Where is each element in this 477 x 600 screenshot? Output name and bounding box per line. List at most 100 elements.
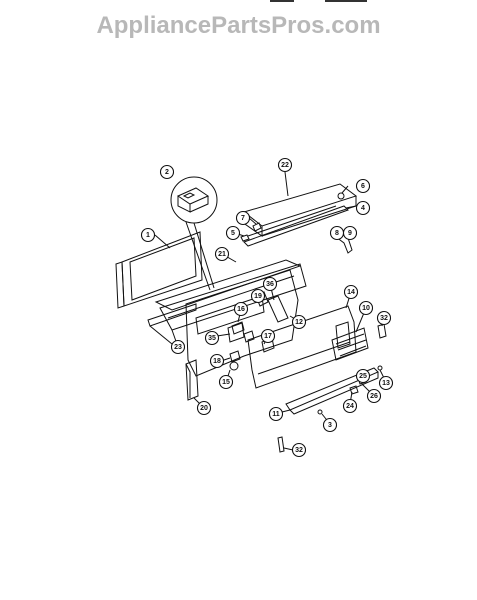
part-20-bracket xyxy=(185,359,199,401)
callout-circle xyxy=(250,288,266,304)
callout-circle xyxy=(233,301,249,317)
part-15-knob xyxy=(229,361,239,371)
part-24-switch xyxy=(349,385,359,395)
callout-16: 16 xyxy=(233,301,249,317)
callout-label: 10 xyxy=(362,305,370,312)
callout-label: 4 xyxy=(361,205,365,212)
callout-label: 2 xyxy=(165,169,169,176)
callout-label: 23 xyxy=(174,344,182,351)
callout-circle xyxy=(196,400,212,416)
callout-1: 1 xyxy=(140,227,156,243)
callout-label: 26 xyxy=(370,393,378,400)
callout-label: 7 xyxy=(241,215,245,222)
part-13-screw xyxy=(377,365,383,371)
callout-label: 25 xyxy=(359,373,367,380)
callout-15: 15 xyxy=(218,374,234,390)
callout-label: 11 xyxy=(272,411,280,418)
callout-circle xyxy=(355,178,371,194)
callout-circle xyxy=(376,310,392,326)
part-10-grille xyxy=(331,327,369,361)
part-32-bracket-lower xyxy=(277,436,285,453)
part-32-bracket-upper xyxy=(377,323,387,339)
callout-20: 20 xyxy=(196,400,212,416)
part-1-panel xyxy=(115,231,203,309)
part-36-spring xyxy=(267,295,289,323)
callout-circle xyxy=(140,227,156,243)
callout-32: 32 xyxy=(376,310,392,326)
callout-circle xyxy=(225,225,241,241)
callout-label: 13 xyxy=(382,380,390,387)
part-3-clip xyxy=(317,409,323,415)
callout-label: 14 xyxy=(347,289,355,296)
callout-circle xyxy=(366,388,382,404)
callout-32: 32 xyxy=(291,442,307,458)
callout-label: 32 xyxy=(380,315,388,322)
callout-label: 19 xyxy=(254,293,262,300)
callout-circle xyxy=(277,157,293,173)
callout-5: 5 xyxy=(225,225,241,241)
callout-label: 32 xyxy=(295,447,303,454)
callout-circle xyxy=(355,200,371,216)
part-5-screw xyxy=(240,234,250,242)
callout-label: 9 xyxy=(348,230,352,237)
callout-label: 16 xyxy=(237,306,245,313)
callout-label: 18 xyxy=(213,358,221,365)
part-2-detail xyxy=(170,176,218,291)
part-6-clip xyxy=(337,192,345,200)
callout-26: 26 xyxy=(366,388,382,404)
callout-label: 5 xyxy=(231,230,235,237)
part-23-rail xyxy=(147,303,197,345)
callout-circle xyxy=(322,417,338,433)
part-7-screw xyxy=(252,222,262,232)
callout-19: 19 xyxy=(250,288,266,304)
callout-circle xyxy=(260,328,276,344)
part-11-trim xyxy=(285,367,379,415)
header-rule-right xyxy=(325,0,367,2)
part-18-knob xyxy=(229,350,241,363)
callout-circle xyxy=(342,225,358,241)
callout-label: 1 xyxy=(146,232,150,239)
callout-label: 24 xyxy=(346,403,354,410)
callout-13: 13 xyxy=(378,375,394,391)
part-4-rail xyxy=(243,205,349,247)
callout-circle xyxy=(204,330,220,346)
callout-circle xyxy=(291,314,307,330)
callout-label: 21 xyxy=(218,251,226,258)
callout-label: 35 xyxy=(208,335,216,342)
callout-2: 2 xyxy=(159,164,175,180)
callout-10: 10 xyxy=(358,300,374,316)
watermark-text: AppliancePartsPros.com xyxy=(96,12,381,39)
callout-circle xyxy=(268,406,284,422)
callout-circle xyxy=(159,164,175,180)
callout-36: 36 xyxy=(262,276,278,292)
header-rule-left xyxy=(270,0,294,2)
callout-11: 11 xyxy=(268,406,284,422)
callout-circle xyxy=(358,300,374,316)
callout-25: 25 xyxy=(355,368,371,384)
part-16-knob xyxy=(231,321,245,335)
callout-7: 7 xyxy=(235,210,251,226)
callout-circle xyxy=(343,284,359,300)
callout-label: 22 xyxy=(281,162,289,169)
callout-circle xyxy=(235,210,251,226)
part-35-switch xyxy=(243,330,255,343)
callout-circle xyxy=(342,398,358,414)
callout-label: 15 xyxy=(222,379,230,386)
callout-label: 36 xyxy=(266,281,274,288)
callout-label: 17 xyxy=(264,333,272,340)
callout-6: 6 xyxy=(355,178,371,194)
callout-circle xyxy=(170,339,186,355)
callout-label: 12 xyxy=(295,319,303,326)
callout-label: 3 xyxy=(328,422,332,429)
callout-label: 6 xyxy=(361,183,365,190)
callout-3: 3 xyxy=(322,417,338,433)
callout-circle xyxy=(291,442,307,458)
callout-circle xyxy=(378,375,394,391)
callout-4: 4 xyxy=(355,200,371,216)
callout-22: 22 xyxy=(277,157,293,173)
callout-9: 9 xyxy=(342,225,358,241)
callout-17: 17 xyxy=(260,328,276,344)
callout-label: 8 xyxy=(335,230,339,237)
